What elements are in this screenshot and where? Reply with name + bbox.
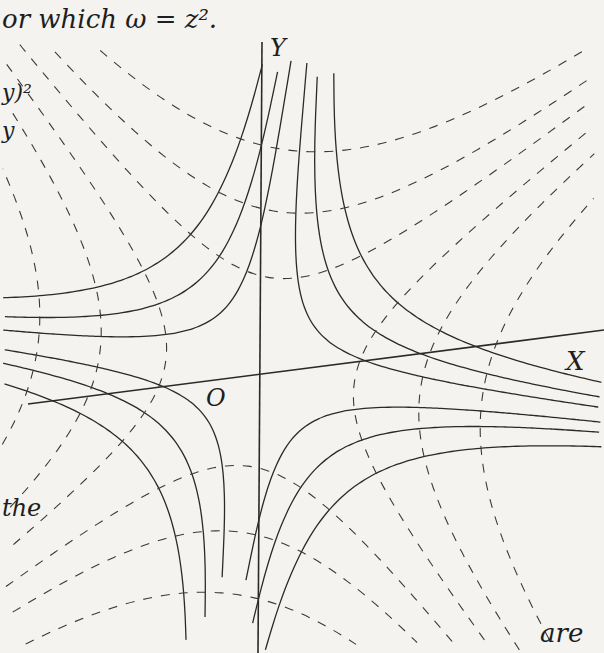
solid-curve bbox=[265, 446, 601, 650]
equation-note: or which ω = z². bbox=[2, 6, 217, 32]
solid-curve bbox=[246, 407, 600, 580]
dashed-curve bbox=[26, 592, 356, 644]
dashed-curve bbox=[6, 465, 453, 642]
solid-curve bbox=[295, 63, 598, 407]
margin-text: y)² bbox=[2, 82, 32, 104]
solid-hyperbolas bbox=[3, 61, 601, 650]
solid-curve bbox=[3, 61, 291, 337]
origin-label: O bbox=[206, 386, 226, 410]
dashed-curve bbox=[2, 58, 166, 544]
dashed-curve bbox=[100, 51, 583, 152]
x-axis bbox=[28, 330, 604, 404]
solid-curve bbox=[5, 350, 225, 577]
solid-curve bbox=[5, 72, 278, 318]
axis-label: Y bbox=[270, 36, 286, 60]
solid-curve bbox=[334, 73, 602, 382]
dashed-curve bbox=[419, 154, 595, 650]
solid-curve bbox=[315, 77, 600, 397]
dashed-curve bbox=[13, 531, 417, 643]
dashed-curve bbox=[2, 169, 39, 445]
solid-curve bbox=[3, 64, 262, 297]
margin-text: the bbox=[2, 496, 41, 520]
dashed-hyperbolas bbox=[2, 45, 594, 650]
margin-text: y bbox=[2, 120, 14, 142]
margin-text: are bbox=[540, 620, 583, 646]
axis-label: X bbox=[566, 348, 585, 374]
dashed-curve bbox=[55, 52, 589, 213]
dashed-curve bbox=[20, 45, 591, 279]
y-axis bbox=[258, 42, 262, 653]
dashed-curve bbox=[480, 198, 593, 639]
dashed-curve bbox=[353, 132, 587, 640]
dashed-curve bbox=[10, 110, 101, 508]
solid-curve bbox=[3, 363, 205, 617]
